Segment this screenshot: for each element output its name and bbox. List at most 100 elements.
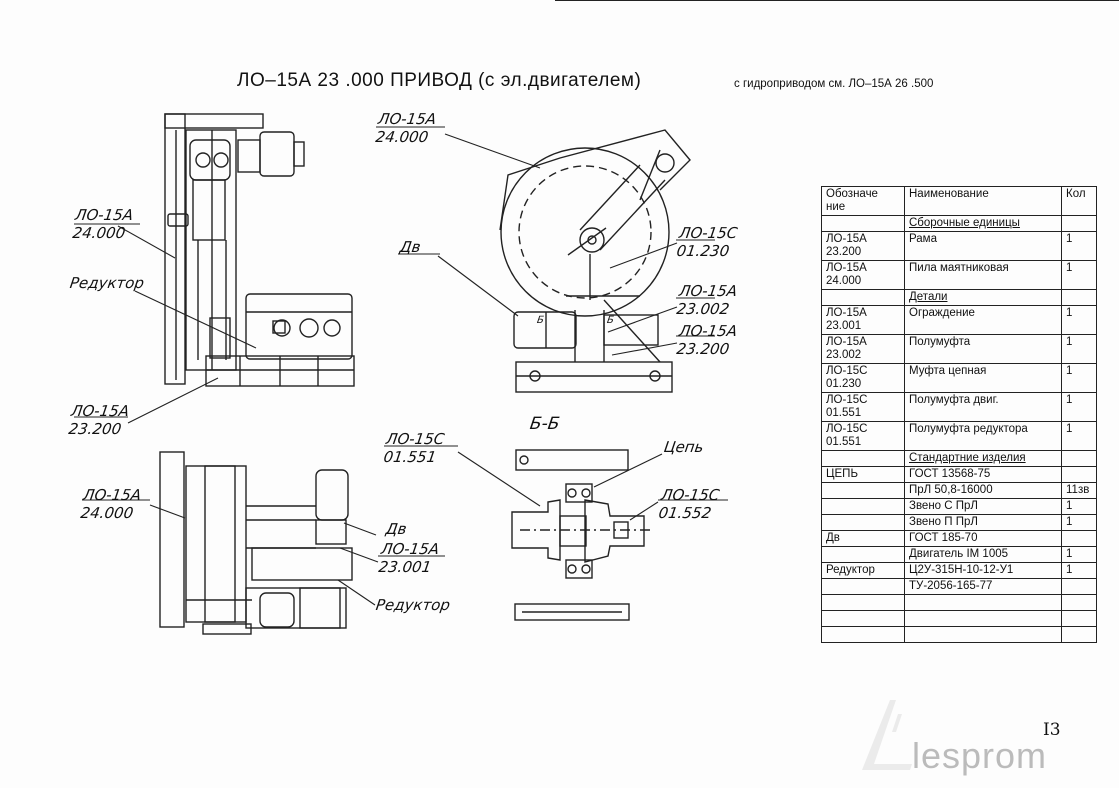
table-row <box>821 610 1097 627</box>
cell-name: Муфта цепная <box>904 363 1062 393</box>
table-header-row: Обозначе ние Наименование Кол <box>821 186 1097 216</box>
front-view-saw <box>499 129 691 393</box>
cell-quantity: 1 <box>1061 305 1097 335</box>
cell-name: Полумуфта двиг. <box>904 392 1062 422</box>
table-row <box>821 594 1097 611</box>
cell-name <box>904 610 1062 627</box>
table-row: Сборочные единицы <box>821 215 1097 232</box>
specification-table: Обозначе ние Наименование Кол Сборочные … <box>821 186 1097 643</box>
watermark-logo-icon <box>862 700 912 770</box>
cell-quantity: 1 <box>1061 260 1097 290</box>
cell-quantity <box>1061 626 1097 643</box>
watermark-text: lesprom <box>912 735 1048 776</box>
label-reducer: Редуктор <box>68 274 146 292</box>
cell-designation <box>821 289 905 306</box>
cell-name: Детали <box>904 289 1062 306</box>
cell-name: ПрЛ 50,8-16000 <box>904 482 1062 499</box>
label-reducer-bottom: Редуктор <box>374 596 452 614</box>
cell-designation <box>821 594 905 611</box>
cell-name: Рама <box>904 231 1062 261</box>
table-row: Детали <box>821 289 1097 306</box>
cell-quantity <box>1061 450 1097 467</box>
cell-name: Пила маятниковая <box>904 260 1062 290</box>
label-chain: Цепь <box>662 438 705 456</box>
cell-name <box>904 626 1062 643</box>
cell-designation: ЛО-15А 23.002 <box>821 334 905 364</box>
cell-quantity: 1 <box>1061 546 1097 563</box>
cell-name: Полумуфта <box>904 334 1062 364</box>
cell-designation: ЦЕПЬ <box>821 466 905 483</box>
cell-quantity <box>1061 289 1097 306</box>
cell-quantity: 1 <box>1061 514 1097 531</box>
cell-name: Двигатель IM 1005 <box>904 546 1062 563</box>
cell-name <box>904 594 1062 611</box>
cell-designation <box>821 610 905 627</box>
cell-name: Звено П ПрЛ <box>904 514 1062 531</box>
cell-quantity: 1 <box>1061 562 1097 579</box>
cell-designation <box>821 514 905 531</box>
cell-designation: ЛО-15С 01.230 <box>821 363 905 393</box>
cell-name: ТУ-2056-165-77 <box>904 578 1062 595</box>
cell-name: Полумуфта редуктора <box>904 421 1062 451</box>
cell-designation: Редуктор <box>821 562 905 579</box>
cell-name: Стандартние изделия <box>904 450 1062 467</box>
label-section: Б-Б <box>528 414 561 434</box>
cell-name: Ц2У-315Н-10-12-У1 <box>904 562 1062 579</box>
cell-designation: ЛО-15С 01.551 <box>821 421 905 451</box>
cell-name: ГОСТ 185-70 <box>904 530 1062 547</box>
plan-view-bottom-left <box>159 451 353 635</box>
header-name: Наименование <box>904 186 1062 216</box>
section-view <box>511 449 650 621</box>
header-quantity: Кол <box>1061 186 1097 216</box>
leader-lines <box>74 126 728 606</box>
cell-quantity: 1 <box>1061 231 1097 261</box>
cell-quantity: 1 <box>1061 421 1097 451</box>
cell-designation: ЛО-15А 23.200 <box>821 231 905 261</box>
cell-designation <box>821 215 905 232</box>
cell-quantity <box>1061 610 1097 627</box>
cell-quantity <box>1061 578 1097 595</box>
table-row: Стандартние изделия <box>821 450 1097 467</box>
label-motor: Дв <box>398 238 422 256</box>
side-view-top-left <box>164 113 355 387</box>
cell-name: Ограждение <box>904 305 1062 335</box>
cell-quantity: 11зв <box>1061 482 1097 499</box>
section-mark-left: Б <box>536 315 545 326</box>
table-row <box>821 626 1097 643</box>
cell-designation: Дв <box>821 530 905 547</box>
cell-quantity: 1 <box>1061 498 1097 515</box>
cell-designation: ЛО-15А 24.000 <box>821 260 905 290</box>
top-border-line <box>555 0 1119 1</box>
cell-quantity <box>1061 466 1097 483</box>
cell-designation <box>821 482 905 499</box>
cell-quantity <box>1061 215 1097 232</box>
cell-designation <box>821 546 905 563</box>
cell-designation <box>821 626 905 643</box>
table-row: ТУ-2056-165-77 <box>821 578 1097 595</box>
cell-designation <box>821 578 905 595</box>
section-mark-right: Б <box>606 315 615 326</box>
